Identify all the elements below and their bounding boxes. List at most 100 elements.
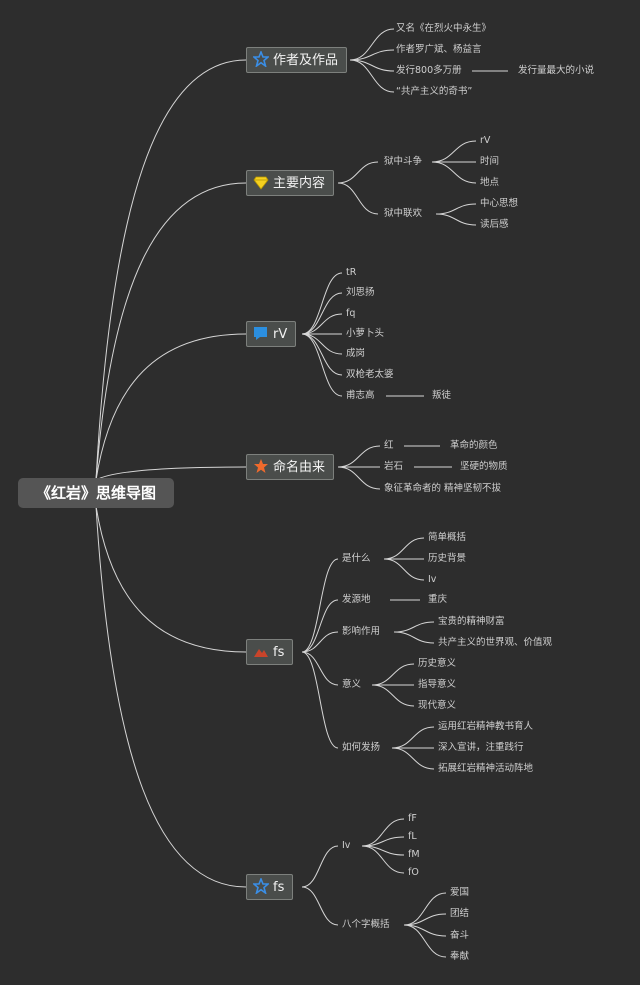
leaf[interactable]: 现代意义 xyxy=(418,700,457,711)
connector-line xyxy=(383,537,425,560)
leaf[interactable]: fF xyxy=(408,813,417,824)
leaf[interactable]: 历史背景 xyxy=(428,553,467,564)
connector-line xyxy=(435,203,477,215)
leaf[interactable]: 地点 xyxy=(480,177,500,188)
branch-line xyxy=(95,59,247,481)
connector-line xyxy=(371,663,415,686)
connector-line xyxy=(393,631,435,644)
leaf[interactable]: 发源地 xyxy=(342,594,371,605)
connector-line xyxy=(301,845,339,888)
leaf[interactable]: fq xyxy=(346,308,356,319)
branch-line xyxy=(95,333,247,481)
leaf[interactable]: 作者罗广斌、杨益言 xyxy=(396,44,482,55)
branch-line xyxy=(95,466,247,481)
branch-line xyxy=(95,182,247,481)
topic-author-label: 作者及作品 xyxy=(273,53,339,68)
leaf[interactable]: 共产主义的世界观、价值观 xyxy=(438,637,553,648)
leaf[interactable]: fO xyxy=(408,867,419,878)
connector-line xyxy=(301,631,339,653)
leaf[interactable]: 狱中联欢 xyxy=(384,208,423,219)
leaf[interactable]: 发行800多万册 xyxy=(396,65,462,76)
connector-line xyxy=(403,892,447,926)
connector-line xyxy=(301,333,343,397)
topic-author[interactable]: 作者及作品 xyxy=(246,47,348,73)
branch-line xyxy=(95,505,247,888)
leaf[interactable]: Iv xyxy=(342,840,351,851)
connector-line xyxy=(337,445,381,468)
connector-line xyxy=(403,924,447,958)
connector-line xyxy=(337,182,379,215)
connector-line xyxy=(301,313,343,335)
topic-eight[interactable]: fs xyxy=(246,874,294,900)
diamond-icon xyxy=(253,176,269,190)
leaf[interactable]: 读后感 xyxy=(480,219,509,230)
star-outline-icon xyxy=(253,51,269,67)
leaf[interactable]: fL xyxy=(408,831,417,842)
leaf[interactable]: 重庆 xyxy=(428,594,448,605)
leaf[interactable]: 爱国 xyxy=(450,887,470,898)
leaf[interactable]: 奋斗 xyxy=(450,930,470,941)
connector-line xyxy=(301,333,343,376)
connector-line xyxy=(301,333,343,355)
leaf[interactable]: 岩石 xyxy=(384,461,404,472)
topic-characters-label: rV xyxy=(273,327,288,342)
leaf[interactable]: 指导意义 xyxy=(418,679,457,690)
connector-line xyxy=(391,726,435,749)
leaf[interactable]: 宝贵的精神财富 xyxy=(438,616,505,627)
leaf[interactable]: tR xyxy=(346,267,357,278)
leaf[interactable]: 叛徒 xyxy=(432,390,452,401)
leaf[interactable]: “共产主义的奇书” xyxy=(396,86,473,97)
leaf[interactable]: 象征革命者的 精神坚韧不拔 xyxy=(384,483,502,494)
leaf[interactable]: 历史意义 xyxy=(418,658,457,669)
topic-content-label: 主要内容 xyxy=(273,176,326,191)
leaf[interactable]: 团结 xyxy=(450,908,470,919)
topic-content[interactable]: 主要内容 xyxy=(246,170,335,196)
leaf[interactable]: 又名《在烈火中永生》 xyxy=(396,23,492,34)
topic-characters[interactable]: rV xyxy=(246,321,297,347)
leaf[interactable]: 红 xyxy=(384,440,394,451)
leaf[interactable]: 运用红岩精神教书育人 xyxy=(438,721,534,732)
connector-line xyxy=(349,59,395,93)
connector-line xyxy=(393,621,435,633)
leaf[interactable]: 刘思扬 xyxy=(346,287,375,298)
mountain-icon xyxy=(254,649,268,657)
connector-line xyxy=(337,466,381,490)
leaf[interactable]: 意义 xyxy=(342,679,362,690)
connector-line xyxy=(301,558,339,653)
leaf[interactable]: 坚硬的物质 xyxy=(460,461,508,472)
leaf[interactable]: 甫志高 xyxy=(346,390,375,401)
leaf[interactable]: 狱中斗争 xyxy=(384,156,423,167)
leaf[interactable]: rV xyxy=(480,135,491,146)
connector-line xyxy=(371,684,415,707)
connector-line xyxy=(301,599,339,653)
leaf[interactable]: 双枪老太婆 xyxy=(346,369,394,380)
leaf[interactable]: 革命的颜色 xyxy=(450,440,498,451)
leaf[interactable]: 如何发扬 xyxy=(342,742,381,753)
leaf[interactable]: 发行量最大的小说 xyxy=(518,65,595,76)
leaf[interactable]: Iv xyxy=(428,574,437,585)
topic-naming[interactable]: 命名由来 xyxy=(246,454,335,480)
leaf[interactable]: 深入宣讲，注重践行 xyxy=(438,742,524,753)
root-topic[interactable]: 《红岩》思维导图 xyxy=(18,478,174,508)
leaf[interactable]: 奉献 xyxy=(450,951,470,962)
leaf[interactable]: 是什么 xyxy=(342,553,371,564)
connector-line xyxy=(361,845,405,874)
leaf[interactable]: 拓展红岩精神活动阵地 xyxy=(438,763,534,774)
connector-line xyxy=(383,558,425,581)
connector-line xyxy=(431,161,477,184)
topic-spirit[interactable]: fs xyxy=(246,639,294,665)
topic-naming-label: 命名由来 xyxy=(273,460,326,475)
leaf[interactable]: 小萝卜头 xyxy=(346,328,385,339)
leaf[interactable]: 影响作用 xyxy=(342,626,381,637)
leaf[interactable]: 八个字概括 xyxy=(342,919,390,930)
leaf[interactable]: 中心思想 xyxy=(480,198,519,209)
topic-spirit-label: fs xyxy=(273,645,285,660)
leaf[interactable]: 简单概括 xyxy=(428,532,467,543)
leaf[interactable]: fM xyxy=(408,849,420,860)
topic-eight-label: fs xyxy=(273,880,285,895)
leaf[interactable]: 成岗 xyxy=(346,348,366,359)
leaf[interactable]: 时间 xyxy=(480,156,500,167)
star-outline-icon xyxy=(253,878,269,894)
